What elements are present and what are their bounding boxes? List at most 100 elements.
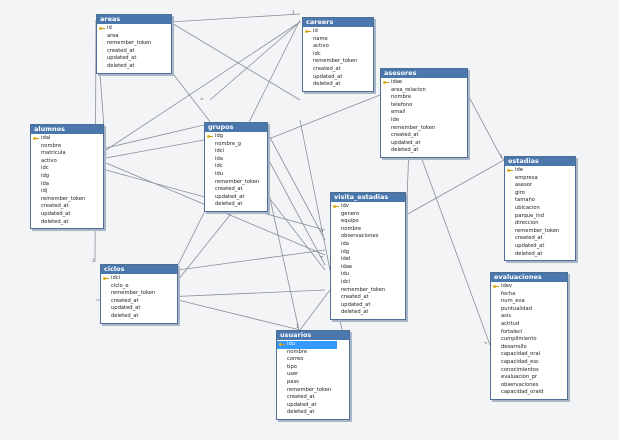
- column-row[interactable]: pass: [277, 379, 349, 387]
- column-row[interactable]: remember_token: [97, 40, 171, 48]
- column-row[interactable]: empresa: [505, 175, 575, 183]
- column-row[interactable]: capacidad_orald: [491, 389, 567, 397]
- column-row[interactable]: idc: [31, 165, 103, 173]
- column-row[interactable]: created_at: [97, 48, 171, 56]
- column-row[interactable]: created_at: [101, 298, 177, 306]
- column-row[interactable]: name: [303, 36, 373, 44]
- column-row[interactable]: ida: [331, 241, 405, 249]
- column-row[interactable]: area: [97, 33, 171, 41]
- column-row[interactable]: observaciones: [491, 382, 567, 390]
- column-row[interactable]: updated_at: [505, 243, 575, 251]
- table-title[interactable]: usuarios: [277, 331, 349, 340]
- primary-key-column[interactable]: idg: [205, 133, 267, 141]
- column-row[interactable]: created_at: [31, 203, 103, 211]
- column-row[interactable]: user: [277, 371, 349, 379]
- column-row[interactable]: parque_ind: [505, 213, 575, 221]
- column-row[interactable]: remember_token: [331, 287, 405, 295]
- primary-key-column[interactable]: ide: [505, 167, 575, 175]
- column-row[interactable]: idc: [303, 51, 373, 59]
- primary-key-column[interactable]: idal: [31, 135, 103, 143]
- column-row[interactable]: created_at: [303, 66, 373, 74]
- column-row[interactable]: updated_at: [31, 211, 103, 219]
- column-row[interactable]: ida: [31, 181, 103, 189]
- column-row[interactable]: idae: [331, 264, 405, 272]
- column-row[interactable]: asesor: [505, 182, 575, 190]
- column-row[interactable]: remember_token: [101, 290, 177, 298]
- column-row[interactable]: deleted_at: [97, 63, 171, 71]
- column-row[interactable]: deleted_at: [205, 201, 267, 209]
- column-row[interactable]: matricula: [31, 150, 103, 158]
- column-row[interactable]: idj: [31, 188, 103, 196]
- primary-key-column[interactable]: idu: [277, 341, 337, 349]
- column-row[interactable]: observaciones: [331, 233, 405, 241]
- column-row[interactable]: nombre: [331, 226, 405, 234]
- column-row[interactable]: idg: [331, 249, 405, 257]
- column-row[interactable]: remember_token: [505, 228, 575, 236]
- column-row[interactable]: cumplimiento: [491, 336, 567, 344]
- column-row[interactable]: deleted_at: [101, 313, 177, 321]
- column-row[interactable]: tamaño: [505, 197, 575, 205]
- column-row[interactable]: ida: [205, 156, 267, 164]
- column-row[interactable]: deleted_at: [277, 409, 349, 417]
- column-row[interactable]: ubicacion: [505, 205, 575, 213]
- column-row[interactable]: capacidad_oral: [491, 351, 567, 359]
- table-title[interactable]: grupos: [205, 123, 267, 132]
- table-title[interactable]: careers: [303, 18, 373, 27]
- primary-key-column[interactable]: idci: [101, 275, 177, 283]
- column-row[interactable]: deleted_at: [381, 147, 467, 155]
- column-row[interactable]: giro: [505, 190, 575, 198]
- column-row[interactable]: idci: [331, 279, 405, 287]
- table-title[interactable]: asesores: [381, 69, 467, 78]
- column-row[interactable]: genero: [331, 211, 405, 219]
- primary-key-column[interactable]: id: [303, 28, 373, 36]
- column-row[interactable]: updated_at: [303, 74, 373, 82]
- table-title[interactable]: evaluaciones: [491, 273, 567, 282]
- column-row[interactable]: evaluacion_pr: [491, 374, 567, 382]
- column-row[interactable]: created_at: [381, 132, 467, 140]
- column-row[interactable]: deleted_at: [31, 219, 103, 227]
- column-row[interactable]: idci: [205, 148, 267, 156]
- column-row[interactable]: num_eva: [491, 298, 567, 306]
- column-row[interactable]: telefono: [381, 102, 467, 110]
- column-row[interactable]: conocimientos: [491, 367, 567, 375]
- table-title[interactable]: visita_estadias: [331, 193, 405, 202]
- column-row[interactable]: idg: [31, 173, 103, 181]
- column-row[interactable]: idu: [331, 271, 405, 279]
- column-row[interactable]: created_at: [205, 186, 267, 194]
- column-row[interactable]: activo: [31, 158, 103, 166]
- primary-key-column[interactable]: idae: [381, 79, 467, 87]
- column-row[interactable]: area_relacion: [381, 87, 467, 95]
- column-row[interactable]: puntualidad: [491, 306, 567, 314]
- column-row[interactable]: activo: [303, 43, 373, 51]
- column-row[interactable]: actitud: [491, 321, 567, 329]
- column-row[interactable]: remember_token: [277, 387, 349, 395]
- column-row[interactable]: tipo: [277, 364, 349, 372]
- column-row[interactable]: capacidad_esc: [491, 359, 567, 367]
- column-row[interactable]: updated_at: [101, 305, 177, 313]
- column-row[interactable]: updated_at: [97, 55, 171, 63]
- column-row[interactable]: fortaleci: [491, 329, 567, 337]
- column-row[interactable]: updated_at: [331, 302, 405, 310]
- table-title[interactable]: ciclos: [101, 265, 177, 274]
- column-row[interactable]: deleted_at: [303, 81, 373, 89]
- column-row[interactable]: remember_token: [381, 125, 467, 133]
- column-row[interactable]: remember_token: [31, 196, 103, 204]
- column-row[interactable]: idu: [205, 171, 267, 179]
- primary-key-column[interactable]: id: [97, 25, 171, 33]
- column-row[interactable]: ide: [381, 117, 467, 125]
- column-row[interactable]: fecha: [491, 291, 567, 299]
- column-row[interactable]: nombre: [31, 143, 103, 151]
- column-row[interactable]: deleted_at: [331, 309, 405, 317]
- table-title[interactable]: areas: [97, 15, 171, 24]
- column-row[interactable]: asis: [491, 313, 567, 321]
- column-row[interactable]: idel: [331, 256, 405, 264]
